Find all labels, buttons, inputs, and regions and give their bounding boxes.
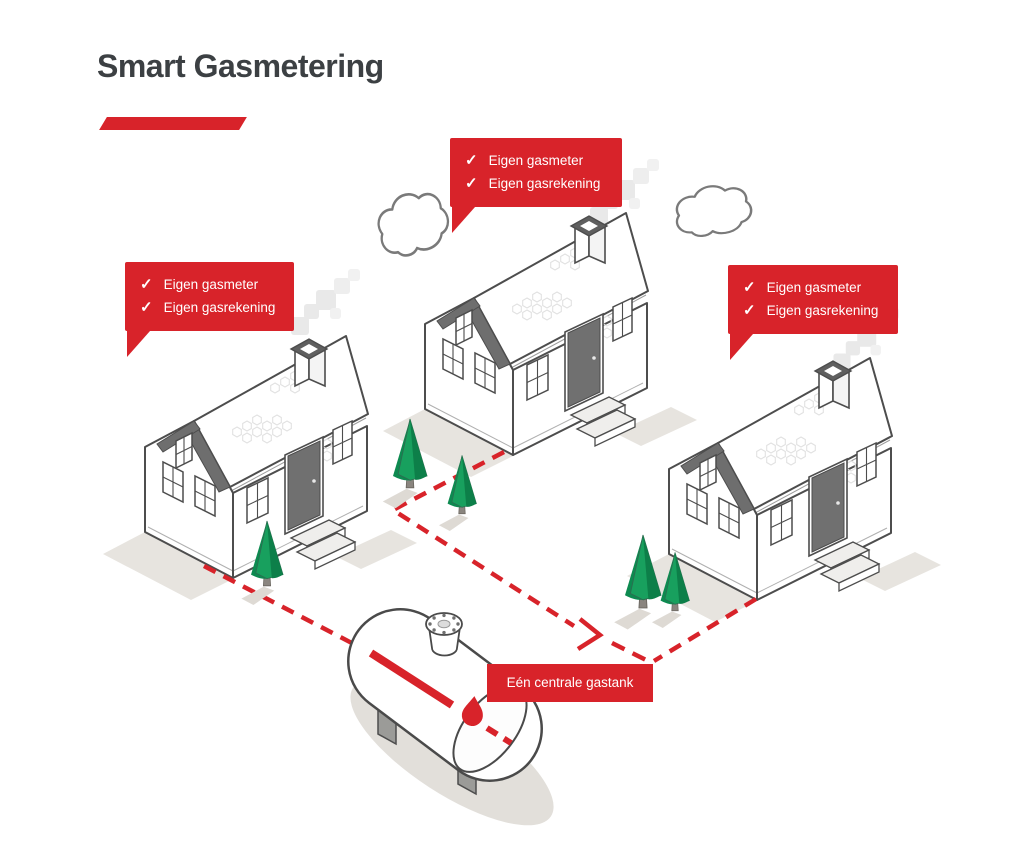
pipe-left-house	[202, 564, 371, 654]
pipe-middle-end	[610, 640, 654, 666]
check-icon: ✓	[743, 302, 756, 319]
gas-pipes	[202, 450, 758, 666]
callout-row: ✓ Eigen gasmeter	[743, 276, 884, 299]
tree	[613, 534, 662, 630]
cloud-right-icon	[672, 181, 755, 240]
callout-row: ✓ Eigen gasrekening	[140, 296, 280, 319]
callout-item-label: Eigen gasrekening	[766, 303, 879, 318]
cloud-left-icon	[369, 183, 456, 263]
tank-flange	[425, 612, 463, 657]
callout-house-left: ✓ Eigen gasmeter ✓ Eigen gasrekening	[125, 262, 294, 357]
callout-item-label: Eigen gasrekening	[488, 176, 601, 191]
callout-item-label: Eigen gasmeter	[766, 280, 862, 295]
pipe-on-tank	[368, 649, 455, 709]
callout-item-label: Eigen gasrekening	[163, 300, 276, 315]
callout-house-middle: ✓ Eigen gasmeter ✓ Eigen gasrekening	[450, 138, 622, 233]
title-accent-bar	[99, 117, 247, 130]
page-title: Smart Gasmetering	[97, 48, 384, 84]
check-icon: ✓	[743, 279, 756, 296]
tank-label: Eén centrale gastank	[487, 664, 653, 702]
callout-row: ✓ Eigen gasrekening	[465, 172, 608, 195]
check-icon: ✓	[140, 276, 153, 293]
check-icon: ✓	[465, 152, 478, 169]
check-icon: ✓	[140, 299, 153, 316]
flame-icon	[461, 696, 483, 727]
smoke-left	[291, 269, 360, 335]
pipe-right-house	[652, 597, 758, 663]
callout-row: ✓ Eigen gasmeter	[140, 273, 280, 296]
pipe-arrow-icon	[576, 617, 604, 651]
callout-row: ✓ Eigen gasrekening	[743, 299, 884, 322]
pipe-after-flame	[485, 725, 513, 746]
callout-tail	[452, 207, 475, 233]
gas-tank	[347, 608, 554, 826]
callout-tail	[127, 331, 150, 357]
check-icon: ✓	[465, 175, 478, 192]
callout-item-label: Eigen gasmeter	[163, 277, 259, 292]
callout-house-right: ✓ Eigen gasmeter ✓ Eigen gasrekening	[728, 265, 898, 360]
house-middle	[383, 213, 697, 477]
pipe-middle-house	[388, 450, 576, 628]
callout-item-label: Eigen gasmeter	[488, 153, 584, 168]
callout-row: ✓ Eigen gasmeter	[465, 149, 608, 172]
callout-tail	[730, 334, 753, 360]
